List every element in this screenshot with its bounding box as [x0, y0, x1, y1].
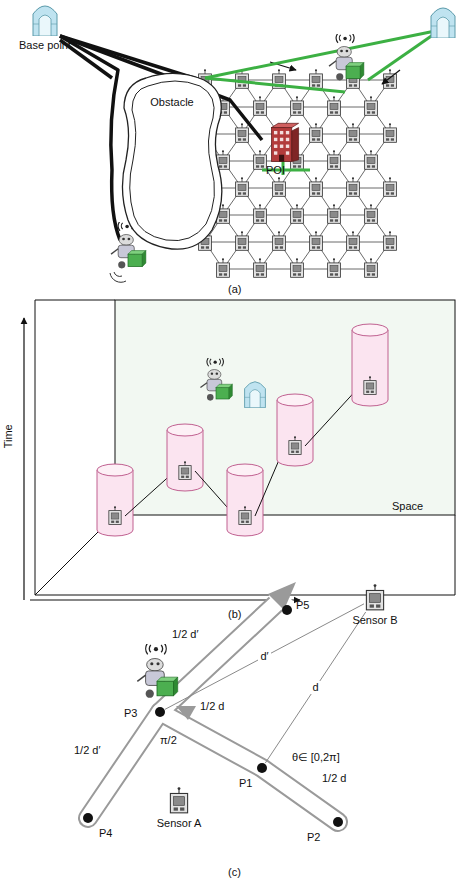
node-label: P2 — [307, 831, 320, 844]
time-cylinder — [97, 464, 175, 536]
sensor-icon — [273, 177, 286, 196]
gate-node: Base point — [30, 2, 60, 36]
sensor-icon — [365, 204, 378, 223]
sensor-icon — [365, 150, 378, 169]
region-name: Obstacle — [150, 96, 193, 109]
poi-node: POI — [268, 122, 302, 162]
annotation: 1/2 d — [200, 700, 224, 713]
node-label: Base point — [19, 39, 71, 52]
time-cylinders — [97, 324, 388, 536]
annotation: θ∈ [0,2π] — [292, 751, 340, 764]
sensor-icon — [291, 96, 304, 115]
distance-label: d′ — [258, 650, 270, 663]
sensor-icon — [384, 123, 397, 142]
sensor-icon — [347, 177, 360, 196]
sensor-shape — [168, 787, 190, 815]
sensor-icon — [254, 150, 267, 169]
robot — [137, 643, 177, 698]
sensor-icon — [236, 123, 249, 142]
sensor-icon — [254, 258, 267, 277]
relay-links — [205, 30, 440, 175]
sensor-icon — [310, 231, 323, 250]
annotation: 1/2 d′ — [172, 628, 199, 641]
time-cylinder — [167, 424, 235, 516]
obstacle-node: Obstacle — [116, 70, 228, 254]
waypoint-dot: P5 — [282, 605, 292, 615]
sensor-icon — [328, 258, 341, 277]
sensor-icon — [254, 204, 267, 223]
sensor-icon — [217, 258, 230, 277]
annotation: 1/2 d — [322, 772, 346, 785]
distance-line — [165, 604, 364, 710]
poi-shape — [268, 122, 302, 162]
axes — [24, 318, 300, 600]
node-label: Sensor B — [352, 614, 397, 627]
sensor-icon — [328, 204, 341, 223]
sensor-icon — [236, 177, 249, 196]
sensor-icon — [384, 69, 397, 88]
sensor-icon — [384, 231, 397, 250]
distance-line — [265, 612, 365, 763]
robot — [200, 357, 232, 400]
sensor-icon — [254, 96, 267, 115]
node-label: P3 — [124, 707, 137, 720]
waypoint-dot: P4 — [83, 813, 93, 823]
sensor-node: Sensor B — [364, 584, 386, 612]
gate-shape — [30, 2, 60, 36]
sensor-icon — [273, 231, 286, 250]
sensor-icon — [365, 96, 378, 115]
sensor-icon — [310, 123, 323, 142]
sensor-node: Sensor A — [168, 787, 190, 815]
radio-waves — [110, 272, 126, 282]
sensor-icon — [384, 177, 397, 196]
node-label: P1 — [239, 777, 252, 790]
annotation: (c) — [228, 866, 241, 879]
node-label: Sensor A — [157, 817, 202, 830]
sensor-icon — [328, 96, 341, 115]
annotation: (b) — [228, 608, 241, 621]
base-gate — [245, 382, 266, 408]
sensor-icon — [365, 258, 378, 277]
robot-path — [88, 594, 338, 822]
base-gate — [431, 8, 455, 38]
time-cylinder — [227, 446, 285, 536]
node-label: POI — [266, 164, 285, 177]
annotation: Space — [392, 500, 423, 513]
time-cylinder — [277, 386, 360, 466]
annotation: 1/2 d′ — [74, 744, 101, 757]
sensor-icon — [291, 204, 304, 223]
sensor-icon — [291, 258, 304, 277]
distance-label: d — [310, 681, 320, 694]
waypoint-dot: P2 — [333, 817, 343, 827]
sensor-shape — [364, 584, 386, 612]
robot — [329, 33, 364, 80]
axis-label: Time — [2, 424, 15, 448]
node-label: P4 — [99, 827, 112, 840]
sensor-icon — [310, 177, 323, 196]
node-label: P5 — [296, 599, 309, 612]
time-cylinder — [352, 324, 388, 406]
sensor-icon — [310, 69, 323, 88]
waypoint-dot: P3 — [155, 707, 165, 717]
path-arrows — [176, 582, 296, 720]
annotation: π/2 — [160, 734, 177, 747]
waypoint-dot: P1 — [257, 763, 267, 773]
sensor-icon — [347, 123, 360, 142]
sensor-icon — [347, 231, 360, 250]
annotation: (a) — [228, 283, 241, 296]
sensor-icon — [236, 231, 249, 250]
sensor-icon — [328, 150, 341, 169]
space-time-box — [35, 300, 455, 595]
